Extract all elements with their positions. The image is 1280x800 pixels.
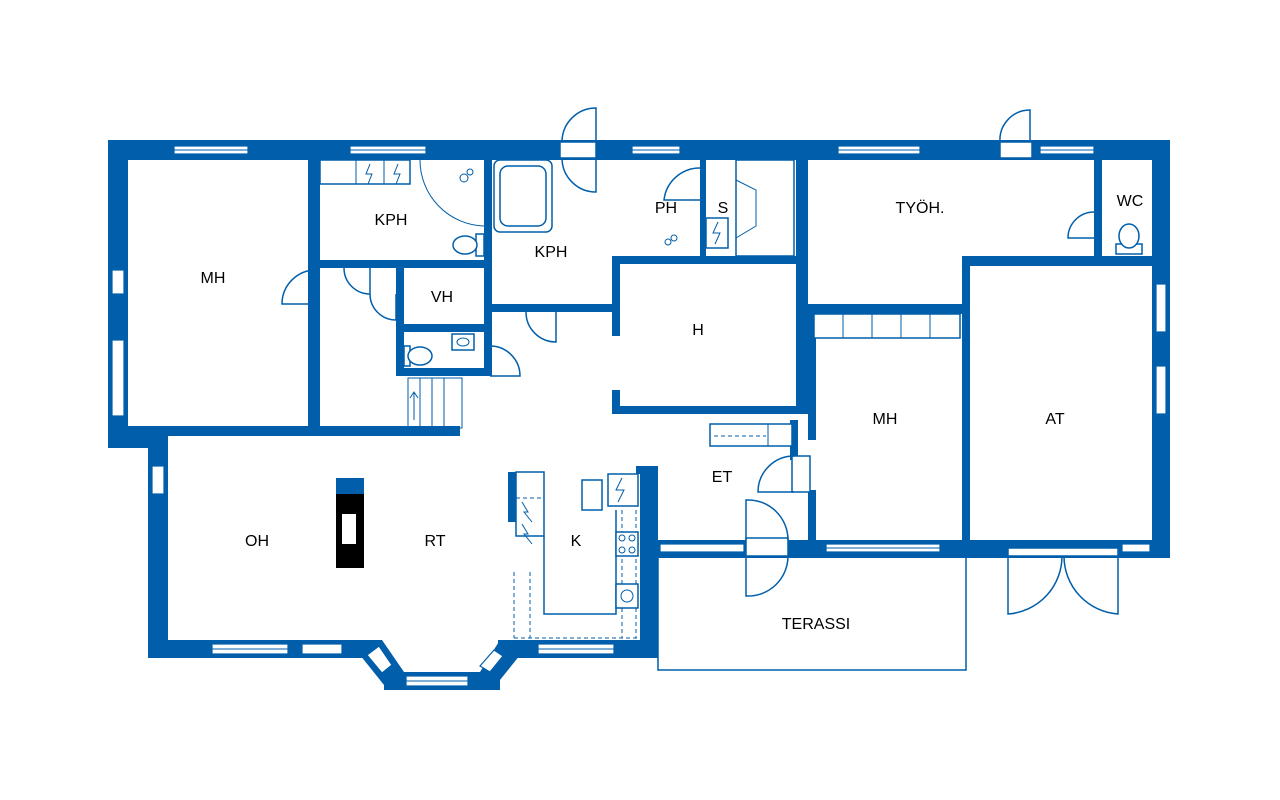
doors xyxy=(281,107,1119,615)
room-label-s: S xyxy=(718,200,729,217)
terrace-outline xyxy=(657,556,967,671)
room-label-mh: MH xyxy=(201,270,226,287)
room-label-kph: KPH xyxy=(535,244,568,261)
room-label-rt: RT xyxy=(424,533,445,550)
room-label-mh: MH xyxy=(873,411,898,428)
room-label-et: ET xyxy=(712,469,733,486)
room-label-tyoh: TYÖH. xyxy=(896,199,945,217)
room-label-terassi: TERASSI xyxy=(782,616,850,633)
room-label-ph: PH xyxy=(655,200,677,217)
interior-walls xyxy=(128,160,1152,556)
room-label-kph: KPH xyxy=(375,212,408,229)
room-labels: MH KPH KPH PH S TYÖH. WC VH H MH AT OH R… xyxy=(201,193,1144,633)
room-label-h: H xyxy=(692,322,704,339)
room-label-at: AT xyxy=(1045,411,1064,428)
exterior-walls xyxy=(108,140,1170,690)
windows xyxy=(111,145,1167,687)
room-label-k: K xyxy=(571,533,582,550)
room-label-wc: WC xyxy=(1117,193,1144,210)
fixtures xyxy=(319,159,1143,639)
room-label-oh: OH xyxy=(245,533,269,550)
room-label-vh: VH xyxy=(431,289,453,306)
